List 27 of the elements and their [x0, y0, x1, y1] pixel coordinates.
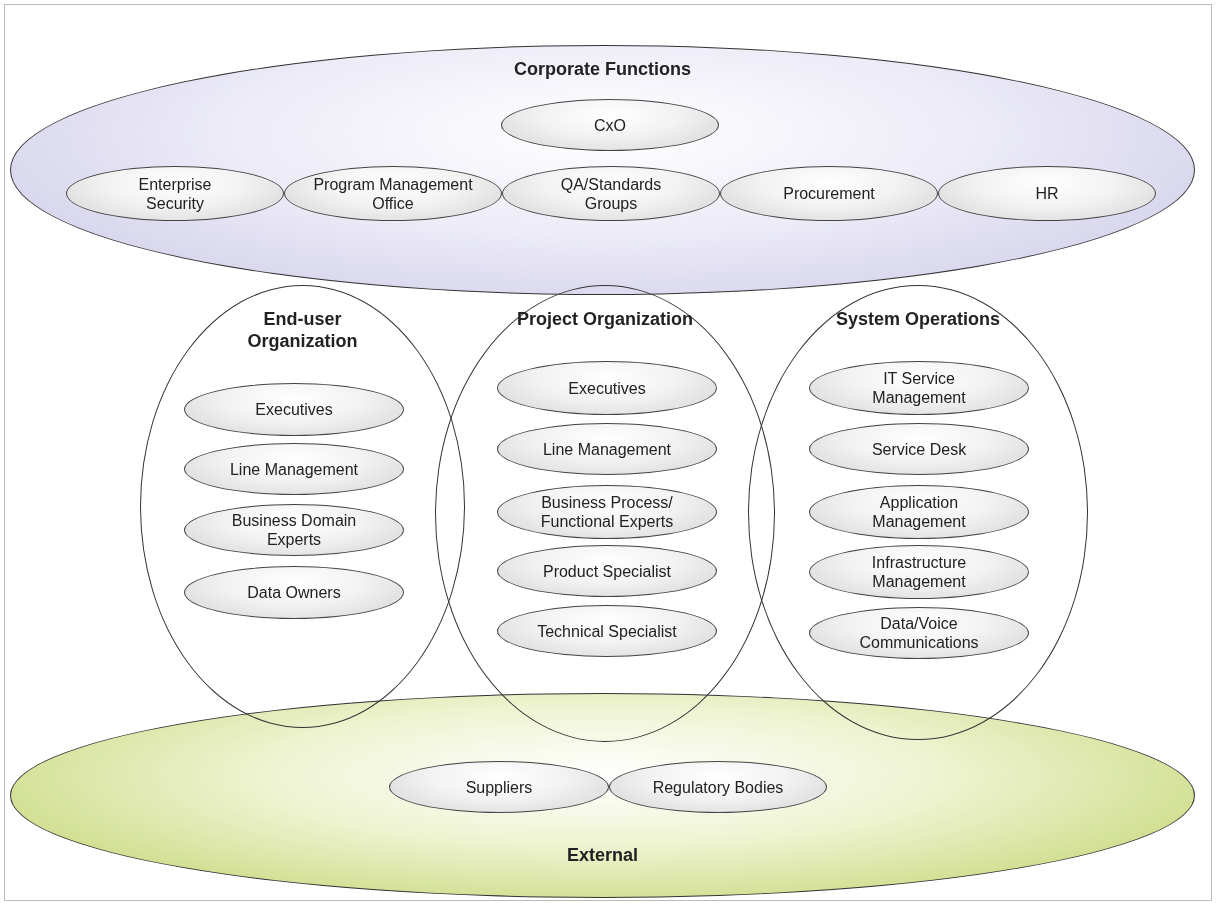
role-label: Business Domain Experts [230, 511, 358, 549]
role-label: Line Management [542, 439, 672, 459]
role-label: Executives [255, 400, 333, 419]
group-title: System Operations [835, 308, 1001, 330]
role-label: Suppliers [465, 777, 533, 797]
role-label: Data/Voice Communications [858, 614, 980, 652]
role-label: Program Management Office [313, 174, 473, 213]
role-label: Service Desk [871, 439, 967, 459]
group-title: Project Organization [517, 308, 693, 330]
role-label: Regulatory Bodies [652, 777, 784, 797]
role-label: Enterprise Security [137, 174, 213, 213]
role-label: Procurement [783, 184, 875, 203]
role-label: Business Process/ Functional Experts [539, 493, 675, 531]
role-label: Product Specialist [542, 561, 672, 581]
group-title: Corporate Functions [514, 58, 691, 80]
role-label: CxO [594, 115, 626, 135]
role-label: Line Management [229, 459, 359, 479]
role-label: HR [1035, 184, 1059, 203]
role-label: Infrastructure Management [870, 553, 968, 591]
role-label: Data Owners [247, 583, 341, 602]
role-label: Executives [568, 378, 646, 398]
group-title: End-user Organization [246, 308, 359, 352]
role-label: QA/Standards Groups [559, 174, 663, 213]
role-label: Application Management [871, 493, 967, 531]
group-title: External [566, 844, 638, 866]
role-label: IT Service Management [871, 369, 967, 407]
role-label: Technical Specialist [537, 621, 677, 641]
